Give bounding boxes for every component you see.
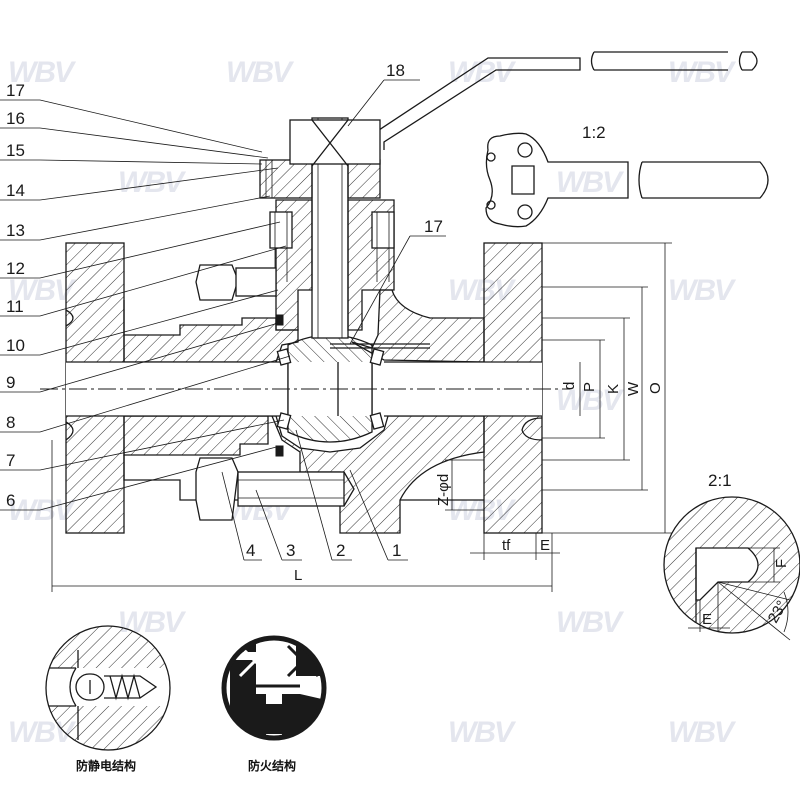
svg-text:18: 18 (386, 61, 405, 80)
svg-text:11: 11 (6, 297, 24, 316)
antistatic-structure: 防静电结构 (45, 625, 171, 773)
svg-text:14: 14 (6, 181, 25, 200)
svg-text:O: O (647, 382, 664, 394)
detail-view: 2:1 F E 23° (663, 471, 800, 641)
svg-text:WBV: WBV (668, 274, 737, 307)
body-lower-left (123, 415, 269, 456)
body-bolt-bottom (237, 471, 345, 507)
seat-left-top (276, 348, 292, 366)
svg-text:13: 13 (6, 221, 25, 240)
svg-text:16: 16 (6, 109, 25, 128)
svg-text:2:1: 2:1 (708, 471, 732, 490)
svg-text:4: 4 (246, 541, 255, 560)
svg-text:3: 3 (286, 541, 295, 560)
svg-text:17: 17 (424, 217, 443, 236)
svg-text:WBV: WBV (556, 166, 625, 199)
svg-text:L: L (294, 567, 302, 584)
svg-text:防静电结构: 防静电结构 (76, 758, 136, 773)
svg-text:P: P (581, 382, 598, 392)
gland-left (259, 159, 313, 199)
gland-right (347, 159, 381, 199)
svg-text:tf: tf (502, 537, 511, 554)
part-labels: 16 15 14 13 12 11 10 9 8 7 6 17 (0, 61, 446, 561)
handle-top-view: 1:2 (485, 123, 769, 228)
svg-text:防火结构: 防火结构 (248, 758, 296, 773)
scale-label-handle: 1:2 (582, 123, 606, 142)
seat-right-top (369, 348, 385, 366)
svg-text:F: F (773, 559, 790, 568)
bonnet-bolt-left (269, 211, 293, 249)
valve-body (40, 117, 570, 534)
svg-text:WBV: WBV (118, 166, 187, 199)
svg-text:WBV: WBV (556, 384, 625, 417)
body-nut-bottom (195, 457, 239, 521)
svg-text:Z-φd: Z-φd (435, 474, 452, 506)
svg-text:12: 12 (6, 259, 25, 278)
body-nut-top (195, 264, 239, 301)
svg-text:2: 2 (336, 541, 345, 560)
svg-text:W: W (625, 381, 642, 396)
svg-text:WBV: WBV (668, 56, 737, 89)
seat-right-bottom (369, 412, 385, 430)
svg-text:WBV: WBV (226, 56, 295, 89)
dimensions: d P K W O Z-φd L tf E (51, 242, 672, 592)
svg-text:6: 6 (6, 491, 15, 510)
bonnet-bolt-right (371, 211, 395, 249)
svg-text:d: d (561, 382, 578, 390)
svg-text:K: K (605, 384, 622, 394)
svg-text:WBV: WBV (8, 56, 77, 89)
fireproof-structure: 防火结构 (221, 635, 327, 773)
svg-text:1: 1 (392, 541, 401, 560)
svg-text:E: E (540, 537, 550, 554)
seat-left-bottom (276, 412, 292, 430)
svg-text:WBV: WBV (668, 716, 737, 749)
svg-text:10: 10 (6, 336, 25, 355)
svg-text:7: 7 (6, 451, 15, 470)
svg-text:WBV: WBV (556, 606, 625, 639)
handle-main (289, 51, 758, 167)
svg-text:E: E (702, 611, 712, 628)
svg-text:15: 15 (6, 141, 25, 160)
svg-text:9: 9 (6, 373, 15, 392)
svg-text:8: 8 (6, 413, 15, 432)
svg-text:WBV: WBV (448, 716, 517, 749)
svg-text:17: 17 (6, 81, 25, 100)
